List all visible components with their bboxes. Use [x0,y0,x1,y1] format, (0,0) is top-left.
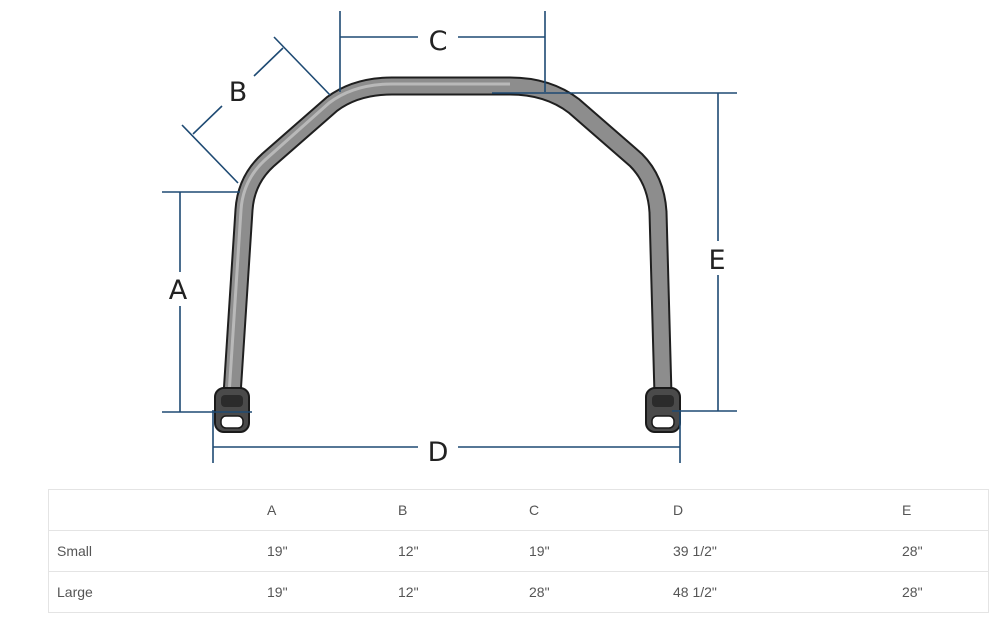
table-cell: 28" [894,571,989,613]
dimension-d: D [212,410,681,468]
dimension-a: A [162,191,252,413]
dimension-c: C [339,11,546,92]
table-cell: 28" [894,530,989,572]
header-cell-c: C [521,489,665,531]
table-row: Large 19" 12" 28" 48 1/2" 28" [48,571,989,613]
dimension-b-label: B [229,77,248,108]
header-cell-a: A [259,489,390,531]
header-cell-d: D [665,489,894,531]
arch-dimension-diagram: A B C D E [162,11,737,468]
table-cell: 19" [259,571,390,613]
header-cell-e: E [894,489,989,531]
table-cell: 12" [390,571,521,613]
dimension-c-label: C [429,26,448,57]
dimension-e: E [492,92,737,412]
table-cell: 12" [390,530,521,572]
table-cell: 19" [521,530,665,572]
dimension-d-label: D [428,437,449,468]
table-row: Small 19" 12" 19" 39 1/2" 28" [48,530,989,572]
right-foot-mount [645,387,681,433]
table-cell: 39 1/2" [665,530,894,572]
table-cell: 28" [521,571,665,613]
table-cell: 48 1/2" [665,571,894,613]
table-header-row: A B C D E [48,489,989,531]
arch-tube [222,76,673,396]
row-name-cell: Small [48,530,259,572]
dimension-a-label: A [169,275,188,306]
left-foot-mount [214,387,250,433]
row-name-cell: Large [48,571,259,613]
header-cell-b: B [390,489,521,531]
dimension-b: B [181,36,331,184]
header-cell-size [48,489,259,531]
size-table: A B C D E Small 19" 12" 19" 39 1/2" 28" … [48,489,989,613]
table-cell: 19" [259,530,390,572]
dimension-e-label: E [708,245,725,276]
